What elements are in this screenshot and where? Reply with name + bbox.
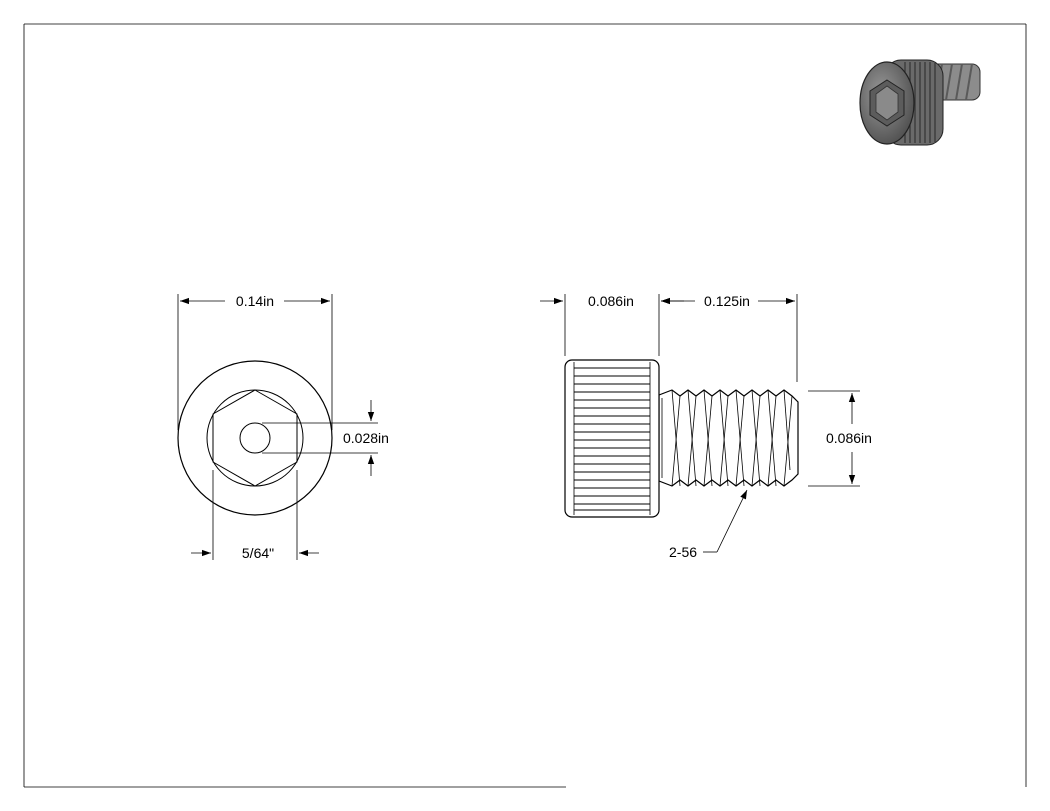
- hex-socket: [212, 389, 298, 487]
- side-view: [564, 359, 799, 518]
- thread-callout-text: 2-56: [669, 544, 697, 560]
- preview-head: [859, 59, 944, 146]
- dim-thread-length: 0.125in: [661, 293, 798, 382]
- dim-text-hole-diameter: 0.028in: [343, 430, 389, 446]
- thread-callout-leader: 2-56: [669, 489, 748, 560]
- dim-hole-diameter: 0.028in: [262, 400, 389, 476]
- dim-text-head-height: 0.086in: [588, 293, 634, 309]
- knurled-head: [564, 359, 660, 518]
- dim-thread-diameter: 0.086in: [808, 390, 872, 487]
- dim-text-hex-socket-size: 5/64": [242, 545, 274, 561]
- front-view: [177, 360, 333, 516]
- dim-text-head-diameter: 0.14in: [236, 293, 274, 309]
- dim-head-diameter: 0.14in: [177, 293, 333, 430]
- dim-hex-socket-size: 5/64": [191, 470, 319, 561]
- dim-text-thread-diameter: 0.086in: [826, 430, 872, 446]
- center-hole: [239, 422, 271, 454]
- dim-head-height: 0.086in: [540, 293, 684, 356]
- drawing-border: [23, 23, 1027, 788]
- socket-head-cap-screw-3d-icon: [859, 59, 981, 146]
- dim-text-thread-length: 0.125in: [704, 293, 750, 309]
- head-outline: [177, 360, 333, 516]
- thread-shank: [658, 389, 799, 487]
